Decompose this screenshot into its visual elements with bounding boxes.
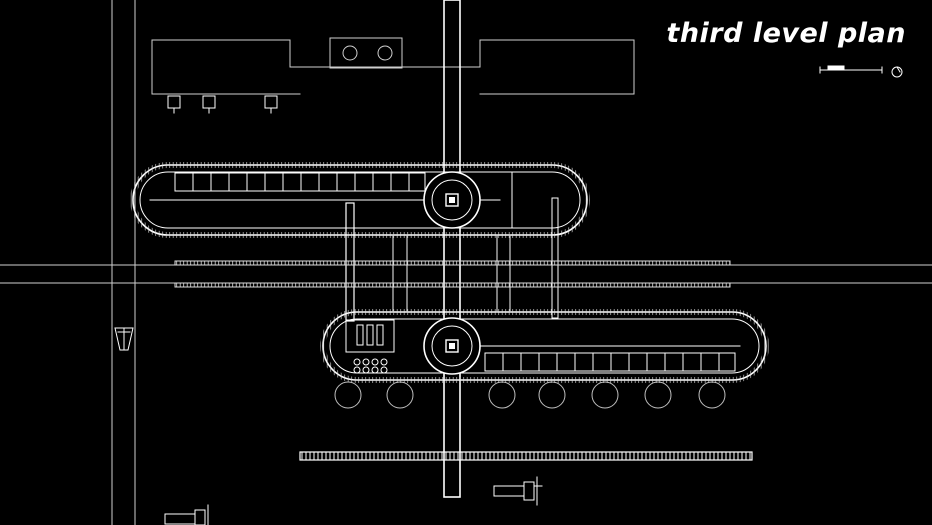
scale-bar-icon: [819, 65, 883, 74]
bottom-railing: [299, 451, 753, 461]
lower-units: [484, 352, 736, 372]
lower-fixtures: [353, 324, 388, 374]
lower-hub: [423, 317, 481, 375]
upper-units: [174, 172, 426, 192]
bottom-vehicle-left: [164, 504, 209, 525]
upper-ring: [130, 162, 590, 319]
vertical-corridor: [443, 0, 461, 498]
north-arrow-icon: [891, 66, 903, 78]
upper-building-outline: [151, 37, 635, 95]
upper-hub: [423, 171, 481, 229]
road-rails: [174, 260, 731, 288]
drawing-title: third level plan: [666, 18, 906, 49]
side-equipment: [114, 327, 134, 351]
bottom-vehicle-right: [493, 476, 543, 506]
site-trees: [334, 381, 726, 409]
lower-ring: [320, 309, 769, 383]
top-fixtures: [167, 95, 278, 114]
